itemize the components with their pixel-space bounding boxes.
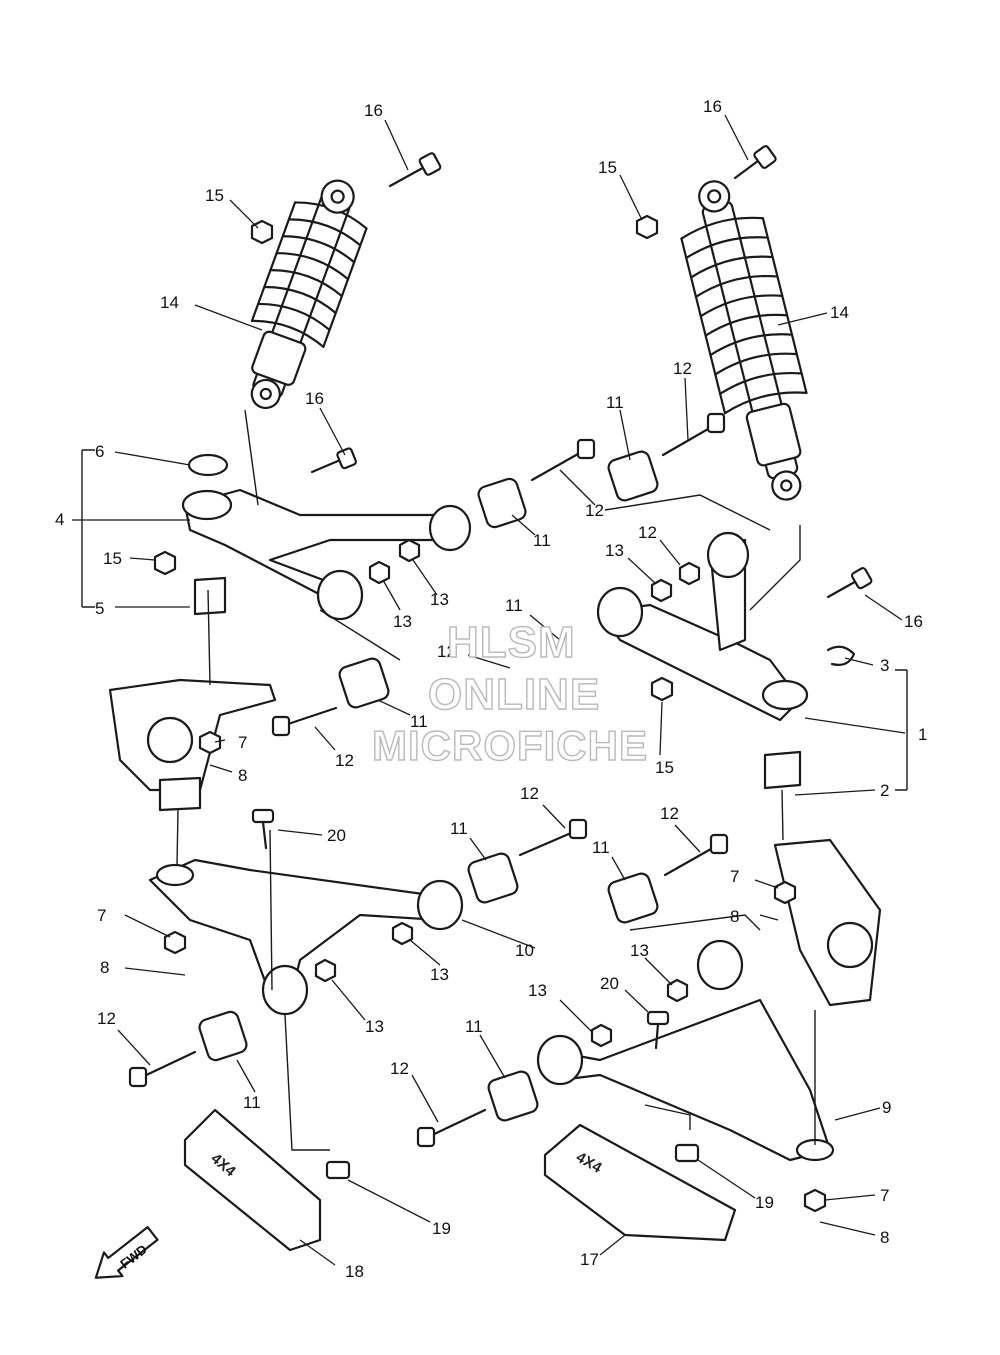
callout-11: 11 — [606, 393, 624, 412]
callout-5: 5 — [95, 599, 105, 618]
left-shock-absorber — [250, 179, 368, 410]
callout-7: 7 — [880, 1186, 890, 1205]
callout-15: 15 — [598, 158, 617, 177]
callout-16: 16 — [364, 101, 383, 120]
callout-1: 1 — [918, 725, 928, 744]
callout-20: 20 — [600, 974, 619, 993]
callout-15: 15 — [103, 549, 122, 568]
callout-19: 19 — [432, 1219, 451, 1238]
callout-16: 16 — [305, 389, 324, 408]
callout-11: 11 — [465, 1017, 483, 1036]
callout-13: 13 — [365, 1017, 384, 1036]
callout-13: 13 — [630, 941, 649, 960]
callout-11: 11 — [410, 712, 428, 731]
nut-13-and-7-group — [163, 538, 827, 1213]
lower-left-a-arm — [148, 858, 464, 1016]
callout-2: 2 — [880, 781, 890, 800]
callout-13: 13 — [605, 541, 624, 560]
bushing-11-group — [198, 450, 659, 1122]
callout-7: 7 — [730, 867, 740, 886]
callout-12: 12 — [390, 1059, 409, 1078]
right-skid-guard — [543, 1123, 737, 1242]
callout-12: 12 — [660, 804, 679, 823]
callout-13: 13 — [430, 590, 449, 609]
callout-15: 15 — [655, 758, 674, 777]
callout-13: 13 — [393, 612, 412, 631]
callout-15: 15 — [205, 186, 224, 205]
bolt-16-group — [310, 145, 873, 599]
left-steering-knuckle — [108, 576, 277, 812]
callout-3: 3 — [880, 656, 890, 675]
callout-13: 13 — [528, 981, 547, 1000]
callout-12: 12 — [437, 642, 456, 661]
watermark-line-1: HLSM — [446, 617, 576, 667]
callout-12: 12 — [585, 501, 604, 520]
callout-12: 12 — [638, 523, 657, 542]
callout-10: 10 — [515, 941, 534, 960]
callout-14: 14 — [830, 303, 849, 322]
callout-6: 6 — [95, 442, 105, 461]
callout-11: 11 — [592, 838, 610, 857]
nut-15-group — [153, 214, 674, 702]
callout-7: 7 — [238, 733, 248, 752]
callout-12: 12 — [520, 784, 539, 803]
callout-12: 12 — [97, 1009, 116, 1028]
callout-12: 12 — [673, 359, 692, 378]
callout-11: 11 — [450, 819, 468, 838]
right-shock-absorber — [680, 180, 808, 501]
bolt-20-and-clip-19-group — [251, 808, 700, 1180]
callout-8: 8 — [100, 958, 110, 977]
upper-left-a-arm — [181, 453, 472, 621]
callout-8: 8 — [238, 766, 248, 785]
left-skid-guard — [183, 1108, 322, 1252]
watermark-line-2: ONLINE — [427, 669, 601, 719]
callout-12: 12 — [335, 751, 354, 770]
callout-8: 8 — [880, 1228, 890, 1247]
leader-lines — [72, 114, 906, 1266]
callout-17: 17 — [580, 1250, 599, 1269]
watermark-line-3: MICROFICHE — [371, 721, 648, 769]
callout-11: 11 — [243, 1093, 261, 1112]
lower-right-a-arm — [536, 939, 835, 1162]
callout-7: 7 — [97, 906, 107, 925]
right-steering-knuckle — [763, 750, 882, 1007]
callout-18: 18 — [345, 1262, 364, 1281]
callout-16: 16 — [703, 97, 722, 116]
callout-14: 14 — [160, 293, 179, 312]
bolt-12-group — [128, 412, 729, 1148]
callout-4: 4 — [55, 510, 65, 529]
reference-lines — [81, 409, 908, 1151]
callout-11: 11 — [505, 596, 523, 615]
callout-11: 11 — [533, 531, 551, 550]
callout-19: 19 — [755, 1193, 774, 1212]
callout-13: 13 — [430, 965, 449, 984]
upper-right-a-arm — [596, 531, 856, 722]
callout-8: 8 — [730, 907, 740, 926]
callout-9: 9 — [882, 1098, 892, 1117]
callout-16: 16 — [904, 612, 923, 631]
fwd-direction-arrow — [94, 1226, 159, 1279]
callout-20: 20 — [327, 826, 346, 845]
